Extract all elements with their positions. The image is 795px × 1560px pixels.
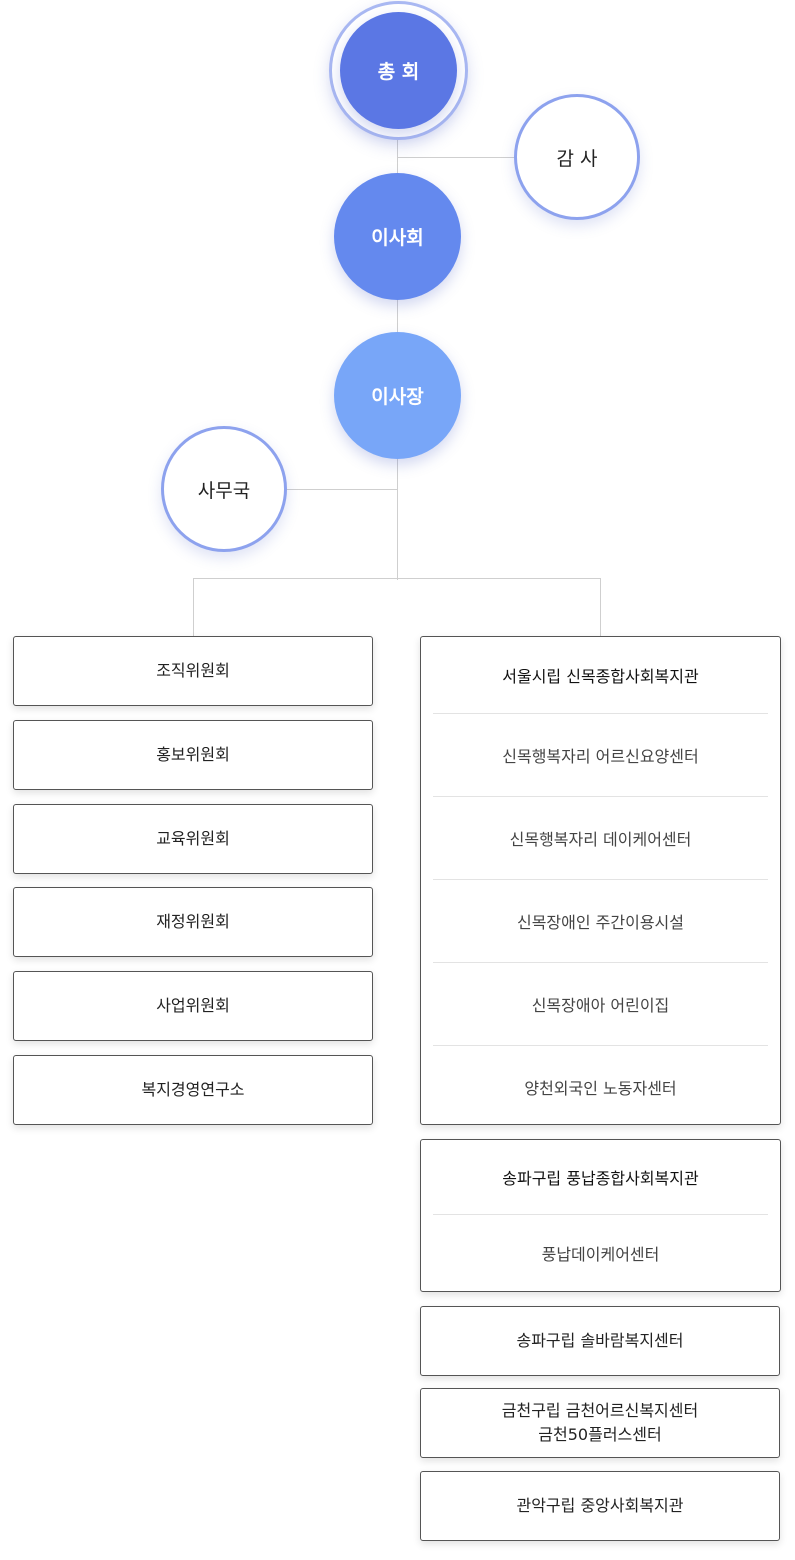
facility-item[interactable]: 풍납데이케어센터 bbox=[433, 1214, 768, 1291]
facility-group-pungnap: 송파구립 풍납종합사회복지관 풍납데이케어센터 bbox=[420, 1139, 781, 1292]
facility-item[interactable]: 신목장애아 어린이집 bbox=[433, 962, 768, 1045]
connector-line bbox=[397, 157, 517, 158]
facility-box-label: 금천50플러스센터 bbox=[538, 1425, 662, 1444]
facility-item[interactable]: 신목행복자리 어르신요양센터 bbox=[433, 713, 768, 796]
committee-box[interactable]: 조직위원회 bbox=[13, 636, 373, 706]
facility-group-sinmok: 서울시립 신목종합사회복지관 신목행복자리 어르신요양센터 신목행복자리 데이케… bbox=[420, 636, 781, 1125]
facility-item[interactable]: 신목장애인 주간이용시설 bbox=[433, 879, 768, 962]
connector-line bbox=[193, 578, 194, 637]
chairman-node[interactable]: 이사장 bbox=[334, 332, 461, 459]
facility-box[interactable]: 관악구립 중앙사회복지관 bbox=[420, 1471, 780, 1541]
facility-group-head[interactable]: 송파구립 풍납종합사회복지관 bbox=[502, 1169, 699, 1188]
facility-box-label: 송파구립 솔바람복지센터 bbox=[516, 1331, 684, 1350]
facility-item[interactable]: 양천외국인 노동자센터 bbox=[433, 1045, 768, 1128]
facility-box[interactable]: 금천구립 금천어르신복지센터 금천50플러스센터 bbox=[420, 1388, 780, 1458]
connector-line bbox=[600, 578, 601, 637]
facility-box-label: 관악구립 중앙사회복지관 bbox=[516, 1496, 684, 1515]
facility-box[interactable]: 송파구립 솔바람복지센터 bbox=[420, 1306, 780, 1376]
facility-box-label: 금천구립 금천어르신복지센터 bbox=[501, 1401, 699, 1420]
connector-line bbox=[193, 578, 601, 579]
board-node[interactable]: 이사회 bbox=[334, 173, 461, 300]
committee-box[interactable]: 교육위원회 bbox=[13, 804, 373, 874]
connector-line bbox=[285, 489, 398, 490]
secretariat-node[interactable]: 사무국 bbox=[161, 426, 287, 552]
committee-box[interactable]: 홍보위원회 bbox=[13, 720, 373, 790]
auditor-node[interactable]: 감 사 bbox=[514, 94, 640, 220]
committee-box[interactable]: 복지경영연구소 bbox=[13, 1055, 373, 1125]
committee-box[interactable]: 사업위원회 bbox=[13, 971, 373, 1041]
facility-item[interactable]: 신목행복자리 데이케어센터 bbox=[433, 796, 768, 879]
committee-box[interactable]: 재정위원회 bbox=[13, 887, 373, 957]
facility-group-head[interactable]: 서울시립 신목종합사회복지관 bbox=[502, 667, 699, 686]
general-assembly-node[interactable]: 총 회 bbox=[340, 12, 457, 129]
